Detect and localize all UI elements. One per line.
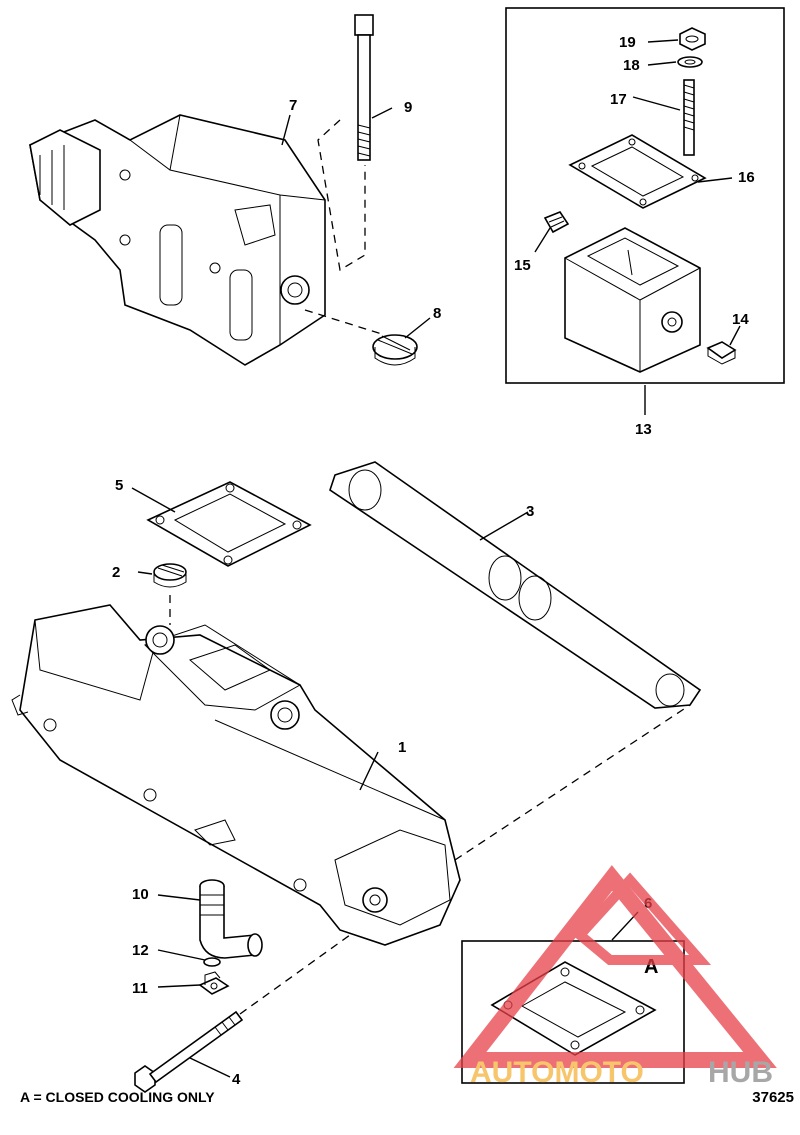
figure-number: 37625 bbox=[752, 1089, 794, 1106]
o-ring-part-12 bbox=[203, 957, 221, 967]
plug-part-2 bbox=[153, 563, 187, 625]
plug-part-14 bbox=[706, 341, 737, 365]
callout-15: 15 bbox=[514, 257, 531, 274]
callout-1: 1 bbox=[398, 739, 406, 756]
stud-part-9 bbox=[354, 14, 374, 161]
callout-3: 3 bbox=[526, 503, 534, 520]
exhaust-elbow-part-7 bbox=[29, 114, 326, 366]
callout-18: 18 bbox=[623, 57, 640, 74]
watermark-text-2: HUB bbox=[708, 1056, 773, 1089]
gasket-part-3 bbox=[329, 461, 702, 709]
footnote: A = CLOSED COOLING ONLY bbox=[20, 1089, 215, 1105]
callout-14: 14 bbox=[732, 311, 749, 328]
exhaust-manifold-part-1 bbox=[11, 604, 461, 946]
callout-7: 7 bbox=[289, 97, 297, 114]
watermark-logo: AUTOMOTO HUB bbox=[453, 865, 777, 1089]
callout-19: 19 bbox=[619, 34, 636, 51]
callout-12: 12 bbox=[132, 942, 149, 959]
gasket-part-16 bbox=[568, 134, 707, 209]
elbow-fitting-part-10 bbox=[199, 879, 263, 959]
callout-8: 8 bbox=[433, 305, 441, 322]
fitting-part-11 bbox=[198, 971, 230, 995]
callout-13: 13 bbox=[635, 421, 652, 438]
nut-part-19 bbox=[679, 27, 706, 51]
callout-9: 9 bbox=[404, 99, 412, 116]
callout-17: 17 bbox=[610, 91, 627, 108]
riser-block-part-13 bbox=[564, 227, 701, 373]
callout-10: 10 bbox=[132, 886, 149, 903]
stud-part-17 bbox=[683, 79, 695, 156]
fitting-part-15 bbox=[543, 211, 570, 234]
callout-2: 2 bbox=[112, 564, 120, 581]
callout-16: 16 bbox=[738, 169, 755, 186]
washer-part-18 bbox=[677, 56, 703, 68]
callout-5: 5 bbox=[115, 477, 123, 494]
plug-part-8 bbox=[304, 309, 418, 366]
callout-11: 11 bbox=[132, 980, 148, 997]
bolt-part-4 bbox=[134, 934, 351, 1093]
callout-4: 4 bbox=[232, 1071, 241, 1088]
watermark-text-1: AUTOMOTO bbox=[470, 1056, 644, 1089]
gasket-part-5 bbox=[146, 481, 312, 567]
